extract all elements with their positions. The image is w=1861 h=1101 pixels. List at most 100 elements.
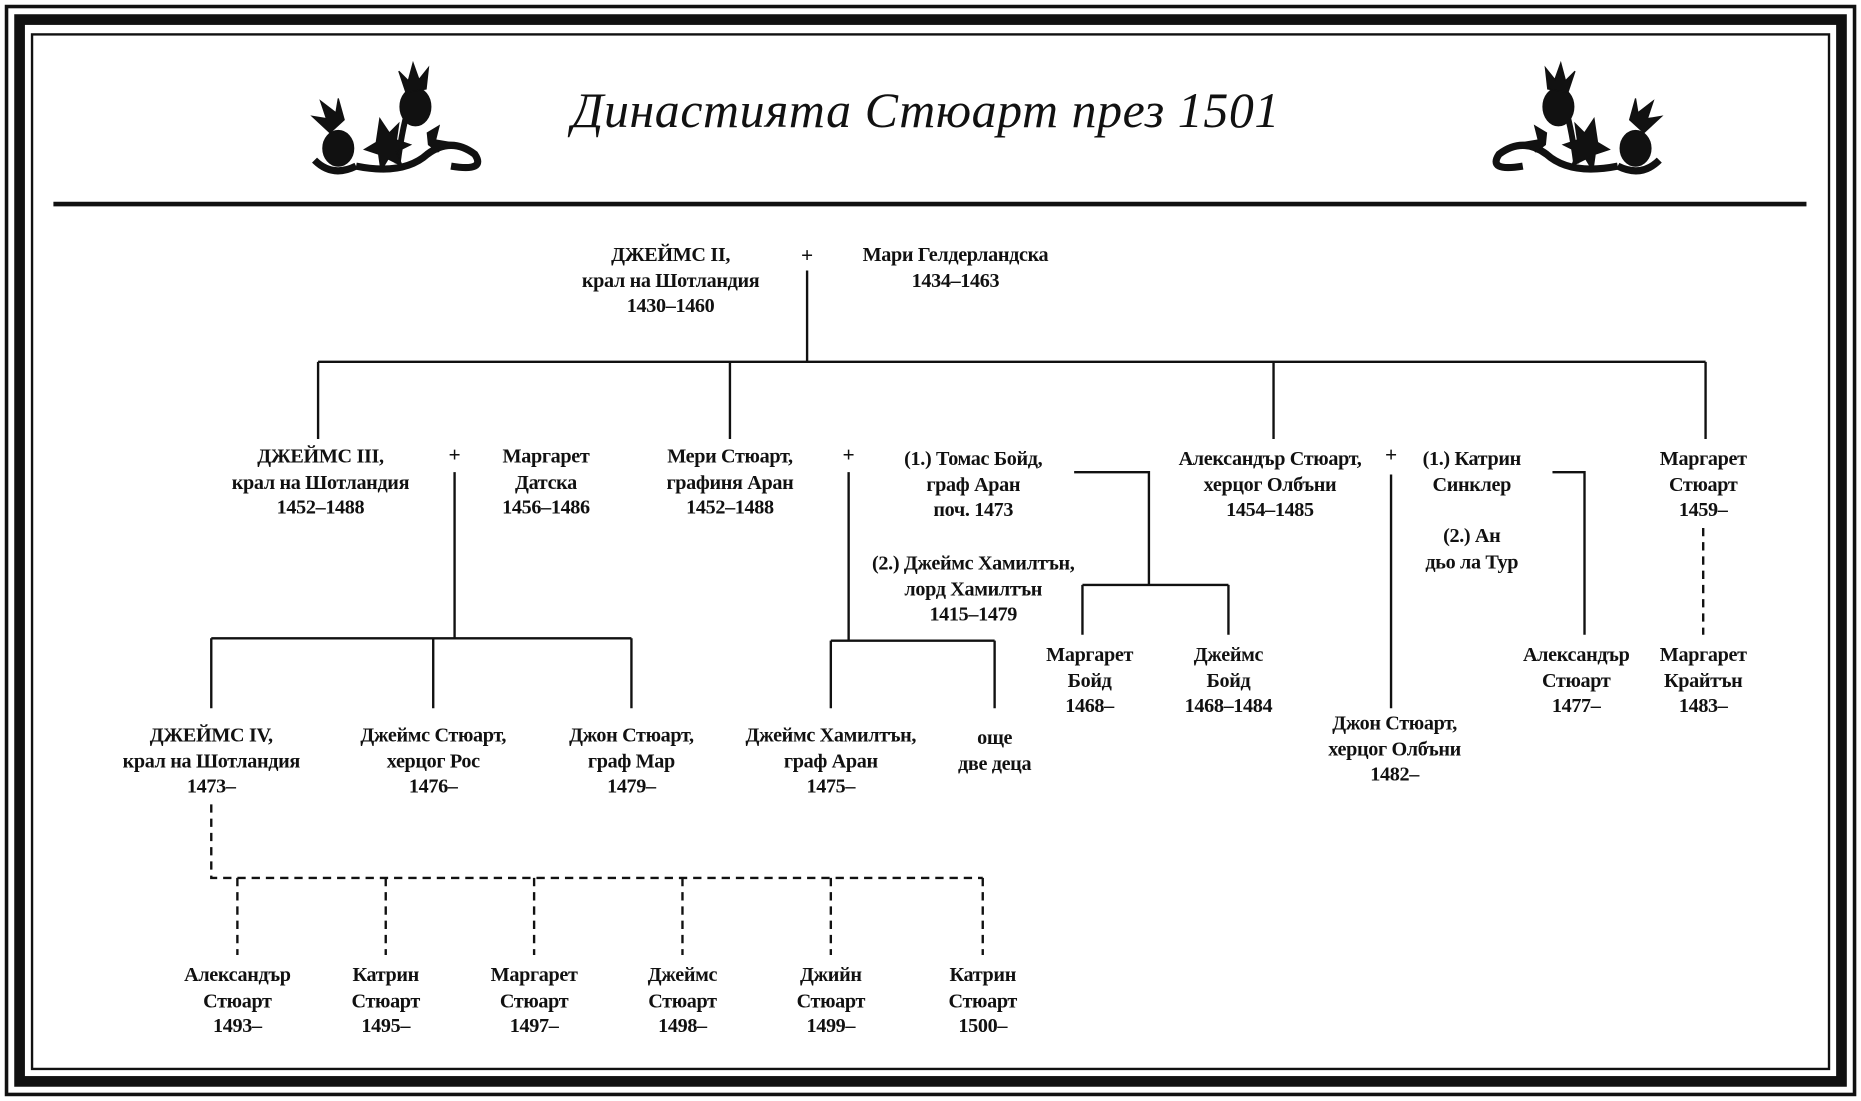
- person-line: лорд Хамилтън: [904, 577, 1043, 600]
- person-line: крал на Шотландия: [581, 268, 760, 292]
- person-line: 1500–: [958, 1014, 1008, 1037]
- person-line: 1493–: [213, 1014, 262, 1037]
- person-line: 1452–1488: [686, 495, 774, 519]
- person-line: Стюарт: [796, 988, 866, 1012]
- person-line: ДЖЕЙМС IV,: [149, 723, 273, 747]
- person-line: 1482–: [1370, 762, 1419, 786]
- person-line: Джеймс Стюарт,: [360, 723, 507, 747]
- person-line: още: [977, 726, 1013, 749]
- person-line: дьо ла Тур: [1425, 549, 1519, 573]
- person-line: Крайтън: [1664, 668, 1743, 692]
- inner-border: [30, 33, 1831, 1071]
- person-line: Бойд: [1067, 668, 1112, 692]
- person-line: 1479–: [607, 774, 656, 798]
- person-line: 1468–: [1065, 694, 1114, 717]
- person-line: Стюарт: [203, 988, 272, 1012]
- outer-border: [4, 4, 1857, 1097]
- person-line: граф Аран: [783, 749, 878, 772]
- person-line: херцог Олбъни: [1328, 737, 1461, 760]
- person-line: Стюарт: [1668, 472, 1738, 496]
- person-line: ДЖЕЙМС II,: [611, 243, 731, 266]
- person-line: Синклер: [1432, 472, 1512, 496]
- person-line: 1415–1479: [929, 602, 1018, 626]
- person-line: 1499–: [806, 1014, 856, 1037]
- person-line: 1483–: [1678, 694, 1728, 717]
- person-line: граф Мар: [587, 749, 675, 772]
- person-line: 1468–1484: [1184, 694, 1273, 717]
- person-line: Стюарт: [351, 988, 421, 1012]
- person-line: Александър Стюарт,: [1178, 447, 1362, 470]
- person-line: Бойд: [1206, 668, 1251, 692]
- thistle-icon-right: [1496, 63, 1662, 171]
- person-line: Стюарт: [1541, 668, 1611, 692]
- person-line: Датска: [515, 470, 577, 493]
- person-line: 1456–1486: [502, 495, 590, 519]
- person-line: Стюарт: [499, 988, 569, 1012]
- person-line: 1454–1485: [1226, 498, 1314, 521]
- person-line: 1452–1488: [276, 495, 365, 519]
- person-line: поч. 1473: [933, 498, 1014, 521]
- person-line: Маргарет: [502, 444, 590, 468]
- person-line: крал на Шотландия: [122, 749, 301, 772]
- person-line: Александър: [184, 963, 291, 986]
- person-line: Стюарт: [648, 988, 717, 1012]
- person-line: 1430–1460: [626, 294, 715, 317]
- person-line: 1476–: [408, 774, 458, 798]
- person-line: 1498–: [658, 1014, 707, 1037]
- person-line: Джон Стюарт,: [1332, 711, 1457, 735]
- dashed-connectors: [210, 527, 1705, 956]
- person-line: 1459–: [1678, 498, 1728, 521]
- person-line: 1495–: [361, 1014, 411, 1037]
- person-line: Маргарет: [1659, 643, 1747, 666]
- person-line: ДЖЕЙМС III,: [257, 444, 384, 468]
- person-line: (1.) Катрин: [1422, 447, 1522, 470]
- person-line: Мери Стюарт,: [667, 444, 793, 468]
- person-line: крал на Шотландия: [231, 470, 410, 493]
- person-line: Джеймс: [647, 963, 718, 986]
- marriage-symbol: +: [448, 442, 461, 467]
- page-title: Династията Стюарт през 1501: [571, 84, 1280, 139]
- person-line: (2.) Джеймс Хамилтън,: [872, 551, 1075, 575]
- person-line: (2.) Ан: [1443, 524, 1501, 547]
- person-line: Мари Гелдерландска: [862, 243, 1049, 266]
- person-line: херцог Рос: [386, 749, 480, 772]
- person-line: 1434–1463: [911, 268, 1000, 292]
- person-line: Александър: [1522, 643, 1630, 666]
- person-line: Джон Стюарт,: [569, 723, 694, 747]
- person-line: Джийн: [800, 963, 862, 986]
- marriage-symbol: +: [842, 442, 855, 467]
- solid-connectors: [210, 270, 1707, 709]
- person-line: Джеймс: [1193, 643, 1264, 666]
- person-line: Катрин: [352, 963, 420, 986]
- person-line: две деца: [958, 751, 1032, 775]
- person-line: 1497–: [509, 1014, 559, 1037]
- thistle-icon-left: [310, 60, 482, 175]
- person-line: граф Аран: [926, 472, 1021, 496]
- person-line: (1.) Томас Бойд,: [904, 447, 1043, 470]
- person-line: 1473–: [186, 774, 236, 798]
- person-line: Катрин: [949, 963, 1017, 986]
